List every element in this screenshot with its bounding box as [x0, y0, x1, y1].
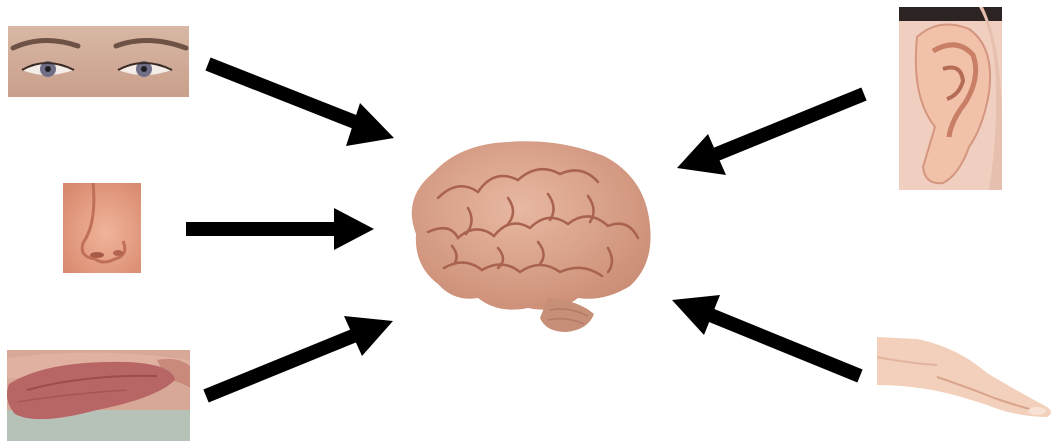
- hand-icon: [877, 337, 1054, 419]
- arrow-from-eyes: [208, 64, 394, 146]
- arrow-from-tongue: [206, 316, 393, 396]
- arrow-from-nose: [186, 208, 374, 250]
- brain-icon: [398, 138, 656, 338]
- arrow-from-hand: [672, 295, 860, 376]
- tongue-icon: [7, 350, 190, 441]
- arrow-from-ear: [677, 94, 864, 175]
- nose-icon: [63, 183, 141, 273]
- eyes-icon: [8, 26, 189, 97]
- ear-icon: [899, 7, 1002, 190]
